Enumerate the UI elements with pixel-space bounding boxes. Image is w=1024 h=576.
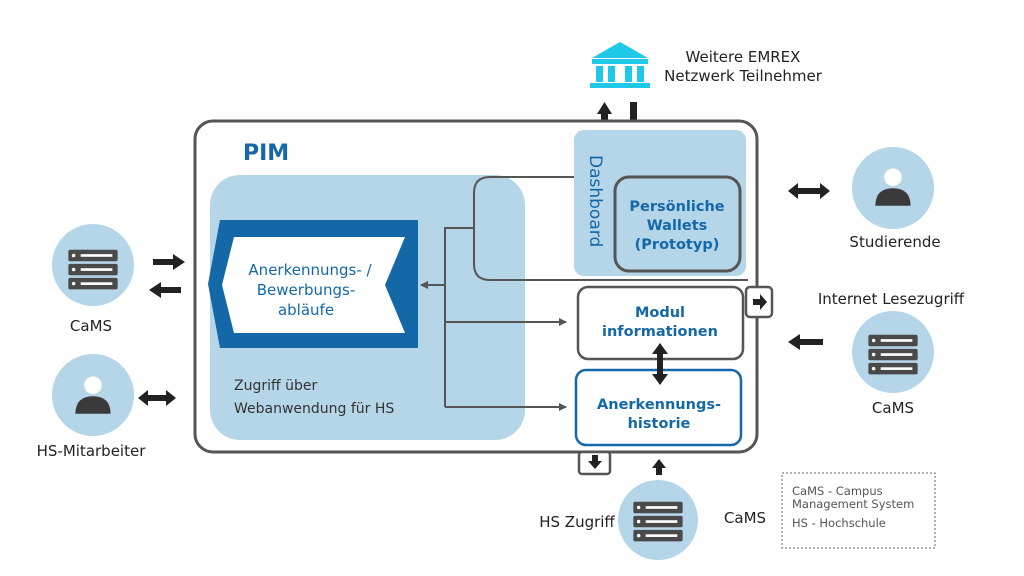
wallets-label-line2: Wallets: [647, 218, 708, 234]
export-port-bottom: [577, 450, 612, 476]
process-label-line3: abläufe: [278, 301, 334, 319]
emrex-label-line2: Netzwerk Teilnehmer: [664, 67, 823, 85]
internal-connectors: [420, 227, 567, 411]
hs-staff-label: HS-Mitarbeiter: [37, 442, 147, 460]
dashboard-label: Dashboard: [585, 155, 605, 247]
modul-label-line2: informationen: [602, 324, 718, 340]
hs-access-caption: HS Zugriff: [539, 513, 615, 531]
legend-box: [781, 472, 936, 549]
access-label-line2: Webanwendung für HS: [234, 401, 394, 417]
hs-staff-double-arrow: [138, 390, 176, 406]
legend-line3: HS - Hochschule: [792, 516, 886, 530]
wallets-label-line1: Persönliche: [629, 199, 724, 215]
cams-right-label: CaMS: [872, 399, 914, 417]
cams-bottom-server-icon: [633, 501, 683, 542]
application-process-box[interactable]: Anerkennungs- / Bewerbungs- abläufe: [208, 220, 418, 348]
anerkennungshistorie-box[interactable]: Anerkennungs- historie: [574, 368, 743, 447]
process-label-line2: Bewerbungs-: [257, 281, 355, 299]
modul-informationen-box[interactable]: Modul informationen: [576, 285, 745, 361]
bottom-up-arrow: [652, 459, 666, 475]
legend-line2: Management System: [792, 497, 914, 511]
emrex-institution-icon: [590, 42, 650, 88]
cams-left-arrows: [149, 254, 185, 298]
pim-title: PIM: [243, 141, 289, 166]
emrex-label-line1: Weitere EMREX: [686, 48, 801, 66]
wallets-box[interactable]: Persönliche Wallets (Prototyp): [613, 175, 742, 273]
internet-read-access-caption: Internet Lesezugriff: [818, 290, 965, 308]
cams-right-server-icon: [868, 334, 918, 375]
process-label-line1: Anerkennungs- /: [248, 261, 372, 279]
cams-left-server-icon: [68, 249, 118, 290]
students-label: Studierende: [849, 233, 940, 251]
cams-bottom-label: CaMS: [724, 509, 766, 527]
cams-left-label: CaMS: [70, 317, 112, 335]
wallets-label-line3: (Prototyp): [635, 237, 720, 253]
modul-label-line1: Modul: [635, 305, 685, 321]
legend-line1: CaMS - Campus: [792, 484, 883, 498]
hs-staff-circle: [52, 354, 134, 436]
export-port-right: [744, 285, 774, 319]
access-label-line1: Zugriff über: [234, 378, 317, 394]
modul-historie-double-arrow: [652, 343, 668, 385]
students-double-arrow: [788, 183, 830, 199]
cams-right-arrow: [788, 334, 823, 350]
historie-label-line1: Anerkennungs-: [597, 397, 721, 413]
students-circle: [852, 147, 934, 229]
historie-label-line2: historie: [628, 416, 691, 432]
